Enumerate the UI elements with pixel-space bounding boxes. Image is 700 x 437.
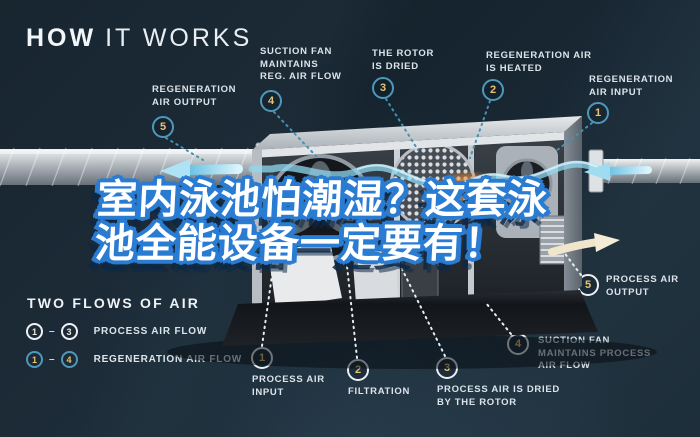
- label-process-air-output: PROCESS AIR OUTPUT: [606, 274, 679, 298]
- step-badge-regen-1: 1: [587, 102, 609, 124]
- legend-circle: 4: [60, 351, 78, 368]
- legend-label-process: PROCESS AIR FLOW: [93, 326, 208, 337]
- legend-row-regeneration: 1 – 4 REGENERATION AIR FLOW: [26, 351, 242, 368]
- legend-dash: –: [49, 326, 55, 337]
- legend-dash: –: [49, 354, 55, 365]
- headline-line-2: 池全能设备一定要有！: [93, 222, 506, 266]
- legend-label-regeneration: REGENERATION AIR FLOW: [93, 354, 243, 365]
- regeneration-flow-arrow-icon: [160, 159, 652, 192]
- step-badge-regen-3: 3: [372, 77, 394, 99]
- title-bold: HOW: [26, 24, 97, 52]
- chinese-headline: 室内泳池怕潮湿？这套泳 池全能设备一定要有！: [94, 178, 659, 266]
- label-process-air-dried: PROCESS AIR IS DRIED BY THE ROTOR: [437, 384, 560, 408]
- step-badge-regen-5: 5: [152, 116, 174, 138]
- exchanger-stack: [539, 215, 564, 265]
- ground-shadow: [167, 335, 657, 369]
- step-badge-regen-2: 2: [482, 79, 504, 101]
- legend-row-process: 1 – 3 PROCESS AIR FLOW: [26, 323, 207, 340]
- step-badge-regen-4: 4: [260, 90, 282, 112]
- legend-heading: TWO FLOWS OF AIR: [27, 295, 201, 311]
- legend-circle: 1: [26, 351, 43, 368]
- page-title: HOW IT WORKS: [26, 24, 252, 53]
- title-light: IT WORKS: [105, 24, 253, 52]
- unit-top-face: [252, 116, 582, 150]
- filter-slab: [352, 246, 398, 303]
- label-process-air-input: PROCESS AIR INPUT: [252, 374, 325, 398]
- unit-base: [222, 290, 598, 346]
- filter-slab: [268, 242, 342, 308]
- label-suction-fan-reg: SUCTION FAN MAINTAINS REG. AIR FLOW: [260, 46, 342, 82]
- process-output-arrow-icon: [548, 233, 620, 256]
- legend-circle: 1: [26, 323, 43, 340]
- label-regeneration-air-output: REGENERATION AIR OUTPUT: [152, 84, 237, 108]
- process-leader-lines: [261, 250, 582, 359]
- headline-line-1: 室内泳池怕潮湿？这套泳: [96, 178, 550, 222]
- regen-leader-lines: [165, 98, 593, 161]
- legend-circle: 3: [60, 323, 78, 340]
- label-rotor-is-dried: THE ROTOR IS DRIED: [372, 48, 435, 72]
- dehumidifier-unit: [222, 116, 598, 346]
- label-filtration: FILTRATION: [348, 386, 411, 397]
- label-regeneration-air-input: REGENERATION AIR INPUT: [589, 74, 674, 98]
- label-regeneration-air-heated: REGENERATION AIR IS HEATED: [486, 50, 592, 74]
